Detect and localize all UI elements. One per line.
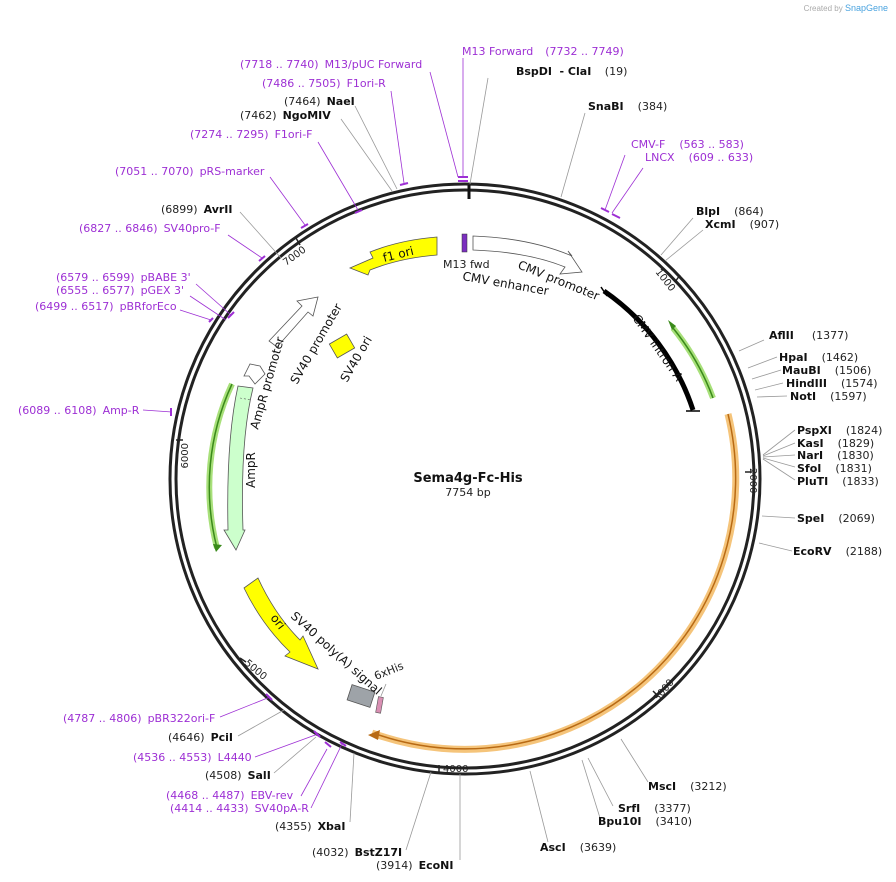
enzyme-hpai: HpaI(1462) — [779, 351, 858, 364]
feature-cmv-intron-a — [602, 288, 696, 411]
enzyme-aflii: AflII(1377) — [769, 329, 848, 342]
primer-f1ori-f: (7274 .. 7295)F1ori-F — [190, 128, 313, 141]
primer-sv40pa-r: (4414 .. 4433)SV40pA-R — [170, 802, 309, 815]
primer-amp-r: (6089 .. 6108)Amp-R — [18, 404, 140, 417]
tick-label-2000: 2000 — [747, 468, 758, 493]
feature-label-cmv-intron-a: CMV intron A — [630, 312, 687, 385]
primer-cmv-f: CMV-F(563 .. 583) — [631, 138, 744, 151]
backbone-outer-ring — [168, 182, 762, 776]
enzyme-ngomiv: (7462)NgoMIV — [240, 109, 331, 122]
primer-m13-forward: M13 Forward(7732 .. 7749) — [462, 45, 624, 58]
enzyme-bpu10i: Bpu10I(3410) — [598, 815, 692, 828]
primer-f1ori-r: (7486 .. 7505)F1ori-R — [262, 77, 386, 90]
enzyme-pspxi: PspXI(1824) — [797, 424, 882, 437]
plasmid-name: Sema4g-Fc-His — [413, 471, 523, 486]
tick-label-3000: 3000 — [652, 677, 677, 704]
primer-pgex-3: (6555 .. 6577)pGEX 3' — [56, 284, 184, 297]
feature-cmv-arrow — [472, 235, 583, 275]
feature-label-m13-fwd: M13 fwd — [443, 258, 490, 271]
green-arc-right-halo — [670, 326, 716, 400]
primer-sv40pro-f: (6827 .. 6846)SV40pro-F — [79, 222, 221, 235]
tick-label-7000: 7000 — [281, 245, 308, 269]
enzyme-bstz17i: (4032)BstZ17I — [312, 846, 402, 859]
feature-sv40-promoter — [268, 296, 319, 348]
orf-arc-line — [375, 413, 737, 750]
enzyme-pluti: PluTI(1833) — [797, 475, 879, 488]
enzyme-pos-bspdi: (19) — [605, 65, 628, 78]
enzyme-maubi: MauBI(1506) — [782, 364, 871, 377]
primer-l4440: (4536 .. 4553)L4440 — [133, 751, 252, 764]
snapgene-logo: SnapGene — [844, 3, 888, 13]
primer-m13-puc-forward: (7718 .. 7740)M13/pUC Forward — [240, 58, 422, 71]
enzyme-xbai: (4355)XbaI — [275, 820, 345, 833]
primer-ebv-rev: (4468 .. 4487)EBV-rev — [166, 789, 294, 802]
tick-label-6000: 6000 — [180, 443, 191, 468]
enzyme-kasi: KasI(1829) — [797, 437, 874, 450]
green-arc-right-line — [672, 327, 714, 399]
enzyme-asci: AscI(3639) — [540, 841, 616, 854]
primer-prs-marker: (7051 .. 7070)pRS-marker — [115, 165, 265, 178]
credit-prefix: Created by — [803, 4, 843, 13]
tick-3000: 3000 — [652, 677, 677, 704]
plasmid-length: 7754 bp — [445, 486, 490, 499]
feature-ori — [243, 577, 319, 670]
tick-2000: 2000 — [745, 468, 758, 493]
enzyme-sali: (4508)SalI — [205, 769, 271, 782]
feature-6xhis — [375, 696, 384, 714]
primer-pbrforeco: (6499 .. 6517)pBRforEco — [35, 300, 177, 313]
tick-4000: 4000 — [438, 764, 468, 775]
tick-6000: 6000 — [176, 439, 191, 468]
enzyme-ecorv: EcoRV(2188) — [793, 545, 882, 558]
enzyme-xcmi: XcmI(907) — [705, 218, 779, 231]
snapgene-credit: Created by SnapGene — [804, 3, 888, 13]
feature-sv40-polya — [346, 684, 376, 708]
orf-arc-halo — [370, 413, 740, 753]
feature-label-ampr-promoter: AmpR promoter — [247, 335, 287, 431]
primer-pbabe-3: (6579 .. 6599)pBABE 3' — [56, 271, 191, 284]
enzyme-avrii: (6899)AvrII — [161, 203, 232, 216]
feature-sv40-ori — [328, 333, 356, 359]
green-arc-left-line — [208, 383, 233, 549]
tick-label-4000: 4000 — [443, 764, 468, 775]
enzyme-sfoi: SfoI(1831) — [797, 462, 872, 475]
enzyme-nari: NarI(1830) — [797, 449, 874, 462]
feature-f1-ori — [348, 236, 438, 276]
backbone-inner-ring — [174, 188, 756, 770]
primer-marks — [170, 176, 621, 748]
green-arrowhead-right — [668, 320, 676, 330]
primer-lncx: LNCX(609 .. 633) — [645, 151, 753, 164]
enzyme-snabi: SnaBI(384) — [588, 100, 667, 113]
feature-m13-fwd — [461, 233, 468, 253]
enzyme-pcii: (4646)PciI — [168, 731, 233, 744]
feature-label-ampr: AmpR — [244, 452, 258, 488]
enzyme-econi: (3914)EcoNI — [376, 859, 453, 872]
enzyme-bspdi-clai: BspDI - ClaI (19) — [516, 65, 627, 78]
enzyme-srfi: SrfI(3377) — [618, 802, 691, 815]
enzyme-msci: MscI(3212) — [648, 780, 727, 793]
feature-label-6xhis: 6xHis — [372, 659, 405, 683]
enzyme-hindiii: HindIII(1574) — [786, 377, 878, 390]
orf-arrowhead — [368, 730, 380, 740]
enzyme-naei: (7464)NaeI — [284, 95, 355, 108]
enzyme-name-clai: - ClaI — [560, 65, 592, 78]
enzyme-noti: NotI(1597) — [790, 390, 867, 403]
feature-ampr-promoter — [243, 363, 266, 385]
primer-pbr322ori-f: (4787 .. 4806)pBR322ori-F — [63, 712, 215, 725]
green-arrowhead-left — [213, 544, 222, 552]
enzyme-blpi: BlpI(864) — [696, 205, 764, 218]
enzyme-name-bspdi: BspDI — [516, 65, 552, 78]
feature-ampr — [223, 385, 254, 551]
enzyme-spei: SpeI(2069) — [797, 512, 875, 525]
